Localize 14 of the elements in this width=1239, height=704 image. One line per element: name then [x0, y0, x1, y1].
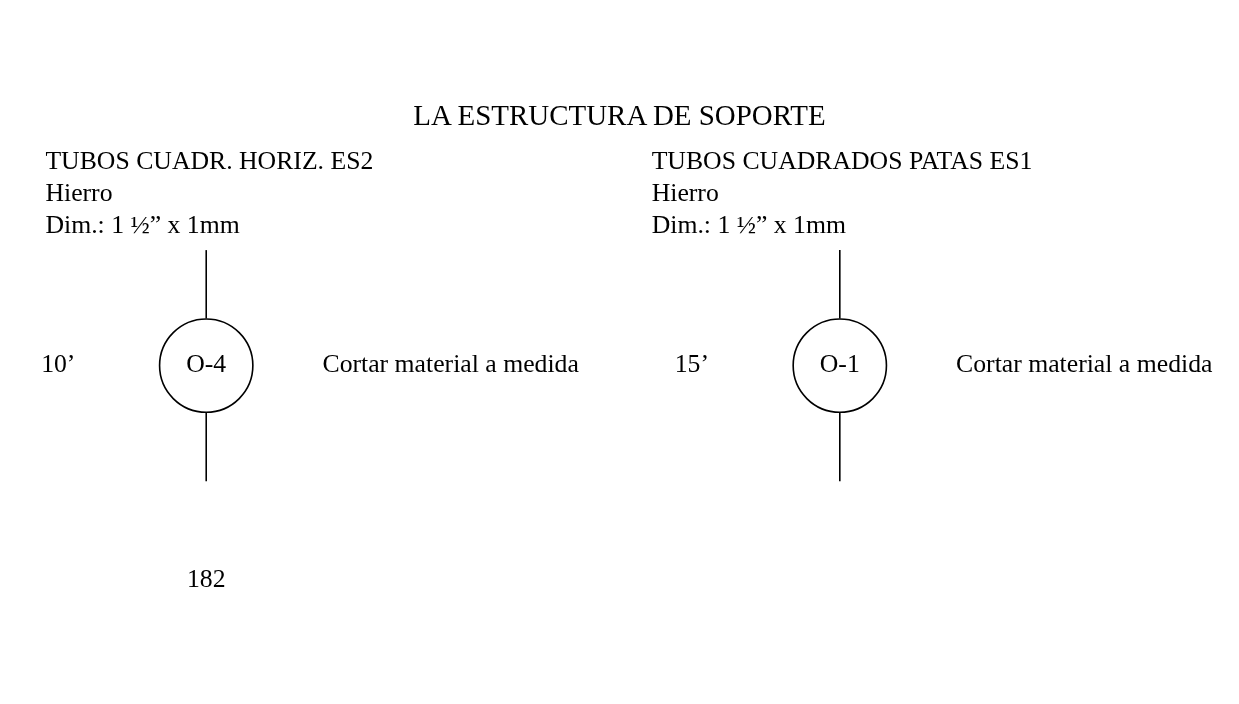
- node-circle: O-4: [158, 317, 254, 413]
- node-circle: O-1: [792, 317, 888, 413]
- connector: [839, 411, 841, 482]
- label: 182: [186, 563, 226, 593]
- connector: [205, 411, 208, 482]
- node-label: Cortar material a medida: [322, 348, 579, 378]
- connector: [839, 248, 841, 319]
- node-label: 15’: [674, 348, 710, 378]
- node-text: TUBOS CUADR. HORIZ. ES2 Hierro Dim.: 1 ½” x 1mm: [45, 145, 374, 239]
- node-label: 10’: [41, 348, 76, 378]
- connector: [205, 248, 208, 319]
- node-label: Cortar material a medida: [956, 348, 1213, 378]
- node-text: TUBOS CUADRADOS PATAS ES1 Hierro Dim.: 1 ½” x 1mm: [651, 145, 1033, 239]
- diagram-title: LA ESTRUCTURA DE SOPORTE: [413, 98, 826, 131]
